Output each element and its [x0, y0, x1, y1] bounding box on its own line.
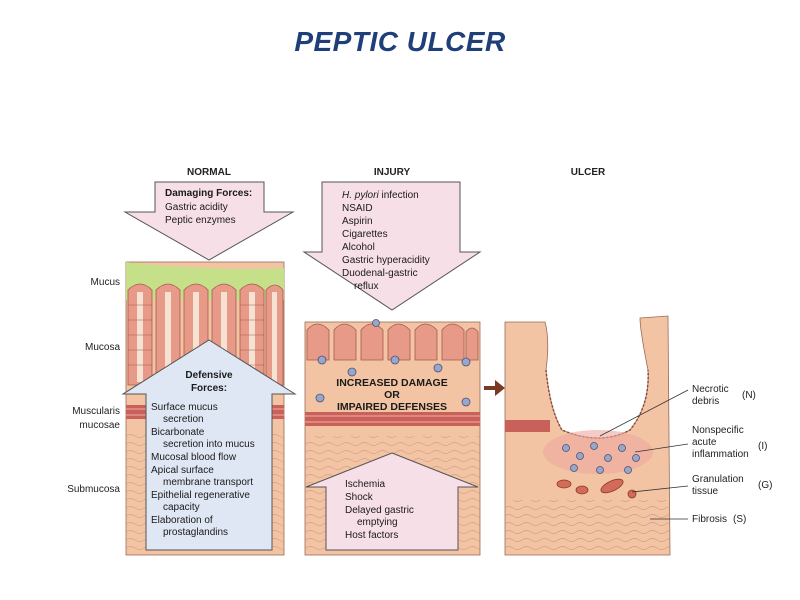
header-normal: NORMAL	[187, 167, 231, 178]
injury-damaging-item: Gastric hyperacidity	[342, 255, 430, 266]
injury-damaging-item: Duodenal-gastric	[342, 268, 418, 279]
label-granulation-code: (G)	[758, 480, 772, 491]
injury-damaging-item: Cigarettes	[342, 229, 388, 240]
label-fibrosis: Fibrosis	[692, 514, 727, 525]
normal-damaging-item: Peptic enzymes	[165, 215, 236, 226]
normal-defensive-item: Mucosal blood flow	[151, 452, 237, 463]
label-nonspecific: inflammation	[692, 449, 749, 460]
normal-defensive-item: Surface mucus	[151, 402, 218, 413]
progression-arrow	[484, 380, 505, 396]
injury-defensive-forces-arrow: Ischemia Shock Delayed gastric emptying …	[305, 452, 479, 551]
header-injury: INJURY	[374, 167, 411, 178]
label-nonspecific-code: (I)	[758, 441, 767, 452]
normal-damaging-title: Damaging Forces:	[165, 188, 252, 199]
normal-defensive-item: prostaglandins	[163, 527, 228, 538]
injury-center-text: IMPAIRED DEFENSES	[337, 401, 447, 413]
injury-defensive-item: Host factors	[345, 530, 398, 541]
normal-defensive-item: membrane transport	[163, 477, 253, 488]
normal-defensive-item: secretion into mucus	[163, 439, 255, 450]
injury-damaging-item: NSAID	[342, 203, 373, 214]
injury-damaging-item: Aspirin	[342, 216, 373, 227]
label-muscularis-1: Muscularis	[72, 406, 120, 417]
normal-defensive-item: capacity	[163, 502, 200, 513]
injury-damaging-item: H. pylori infection	[342, 190, 419, 201]
label-nonspecific: Nonspecific	[692, 425, 744, 436]
injury-damaging-item: reflux	[354, 281, 378, 292]
normal-damaging-forces-arrow: Damaging Forces: Gastric acidity Peptic …	[123, 181, 295, 261]
normal-defensive-title: Forces:	[191, 383, 227, 394]
injury-defensive-item: Delayed gastric	[345, 505, 414, 516]
ulcer-tissue-panel	[504, 315, 671, 556]
injury-center-text: INCREASED DAMAGE	[336, 377, 447, 389]
label-necrotic-debris: debris	[692, 396, 719, 407]
label-muscularis-2: mucosae	[79, 420, 120, 431]
label-mucosa: Mucosa	[85, 342, 120, 353]
normal-defensive-item: Elaboration of	[151, 515, 213, 526]
injury-defensive-item: emptying	[357, 517, 398, 528]
label-mucus: Mucus	[91, 277, 120, 288]
label-nonspecific: acute	[692, 437, 717, 448]
injury-damaging-forces-arrow: H. pylori infection NSAID Aspirin Cigare…	[302, 181, 482, 311]
injury-center-text: OR	[384, 389, 400, 401]
normal-defensive-item: Bicarbonate	[151, 427, 205, 438]
normal-defensive-forces-arrow: Defensive Forces: Surface mucus secretio…	[121, 339, 297, 551]
injury-damaging-item: Alcohol	[342, 242, 375, 253]
label-necrotic-code: (N)	[742, 390, 756, 401]
label-fibrosis-code: (S)	[733, 514, 746, 525]
ulcer-labels	[599, 389, 689, 520]
injury-defensive-item: Ischemia	[345, 479, 385, 490]
normal-defensive-item: Apical surface	[151, 465, 214, 476]
normal-defensive-title: Defensive	[185, 370, 233, 381]
label-granulation: tissue	[692, 486, 719, 497]
page-title: PEPTIC ULCER	[294, 26, 506, 57]
label-granulation: Granulation	[692, 474, 744, 485]
label-necrotic-debris: Necrotic	[692, 384, 729, 395]
normal-defensive-item: Epithelial regenerative	[151, 490, 250, 501]
normal-defensive-item: secretion	[163, 414, 204, 425]
label-submucosa: Submucosa	[67, 484, 120, 495]
header-ulcer: ULCER	[571, 167, 606, 178]
normal-damaging-item: Gastric acidity	[165, 202, 228, 213]
injury-defensive-item: Shock	[345, 492, 374, 503]
